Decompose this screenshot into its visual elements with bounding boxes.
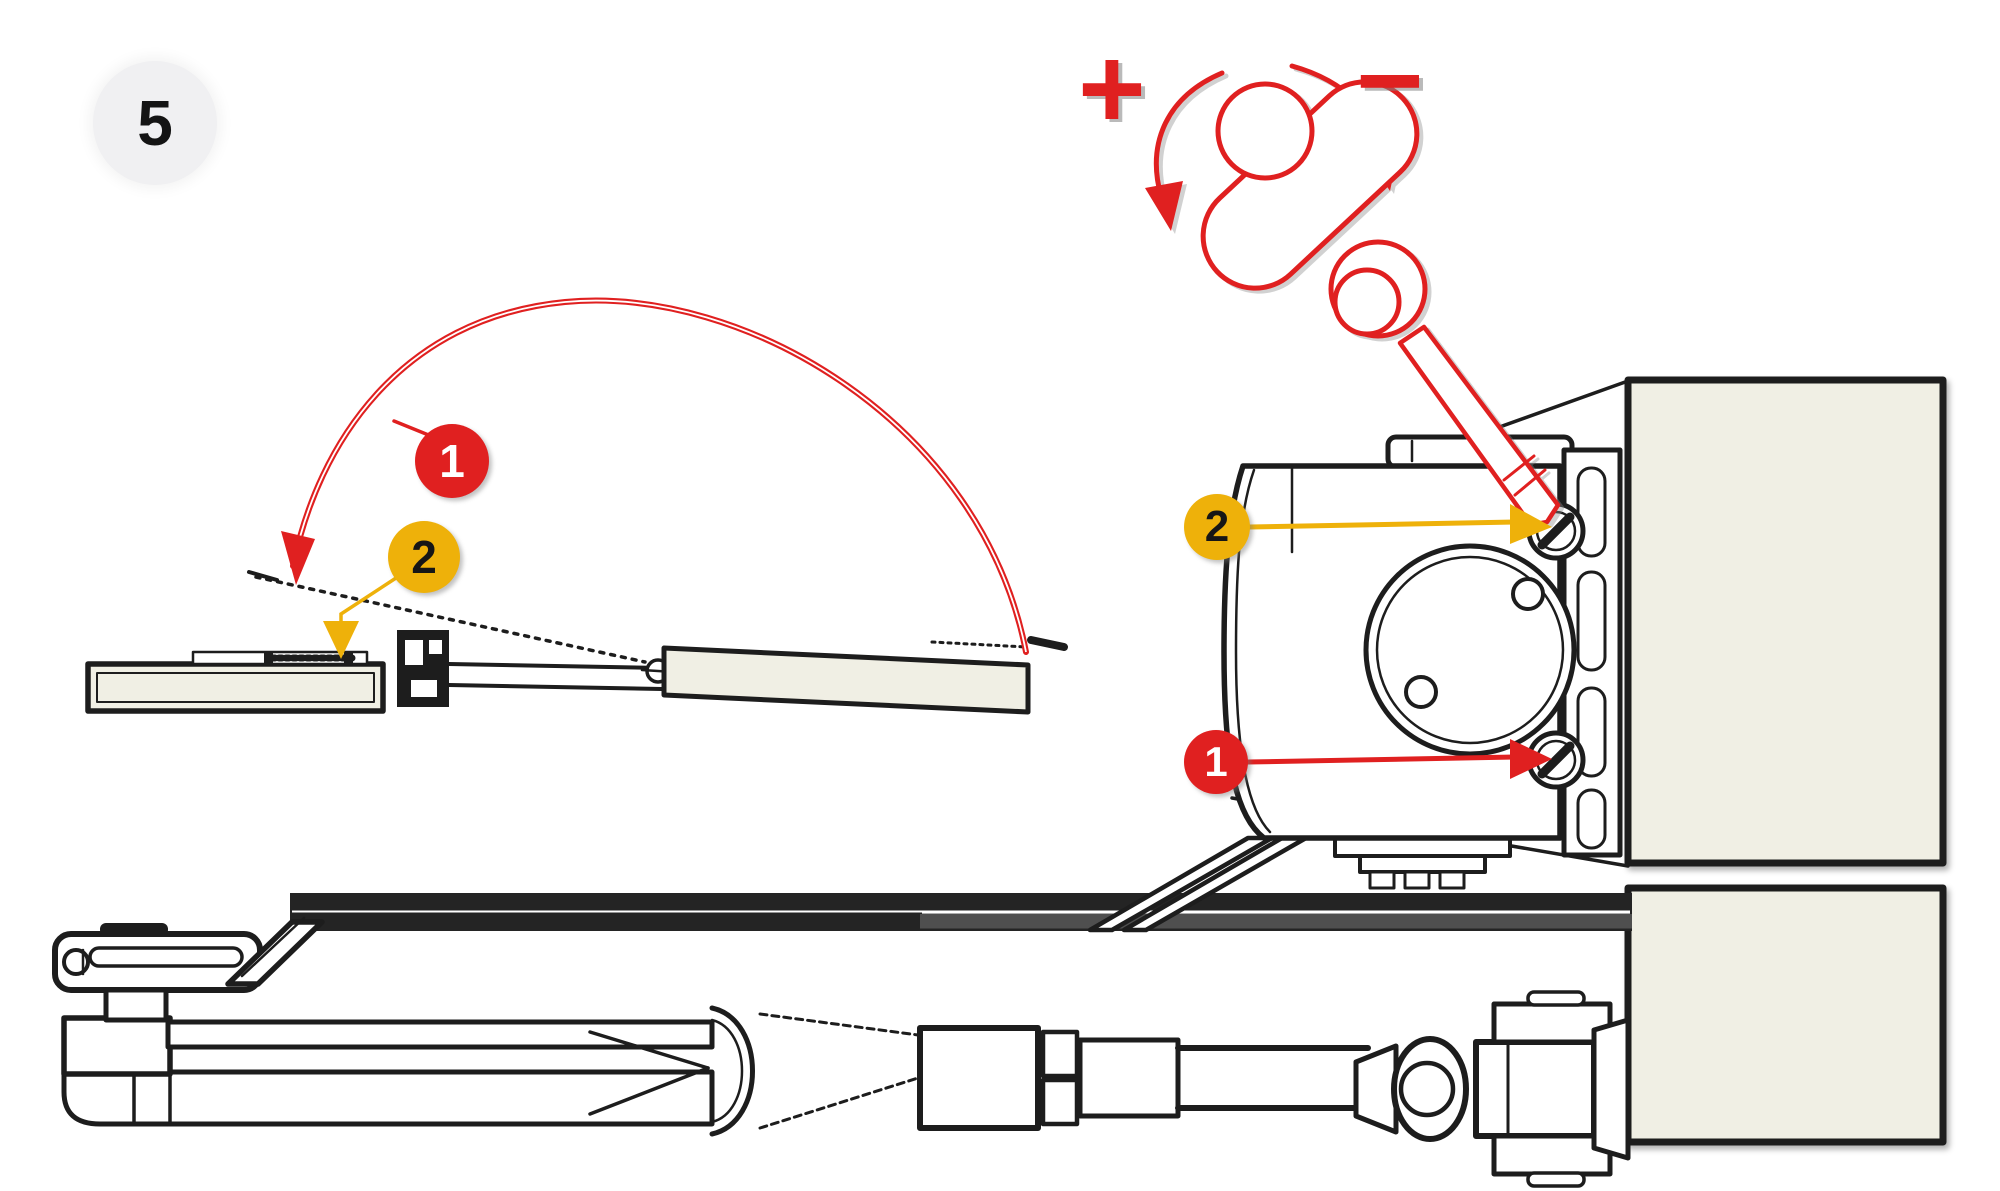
arm-shoe-plate (1473, 1039, 1597, 1139)
swing-arc-arrowhead (281, 531, 315, 585)
slide-arm-assembly (52, 916, 325, 1023)
arm-pivot-hole (62, 948, 90, 976)
piston-rod-housing (1077, 1037, 1181, 1119)
minus-rotation-symbol: − (1356, 15, 1424, 145)
frame-section-panels (1624, 376, 1947, 1146)
badge1-connector (392, 419, 433, 438)
door-leaf-closed (85, 661, 386, 714)
swing-arc (290, 297, 1029, 655)
swing-badge-2: 2 (388, 521, 460, 593)
spring-housing-circle (1363, 543, 1577, 757)
plus-rotation-symbol: + (1078, 23, 1146, 153)
closer-mid-block (917, 1025, 1041, 1131)
screwdriver-shaft (1397, 324, 1561, 528)
closer-left-block (61, 1015, 173, 1077)
valve1-arrowhead (1510, 739, 1552, 779)
door-swing-diagram (85, 297, 1068, 715)
frame-panel-top (1624, 376, 1947, 867)
open-position-marker (1027, 636, 1068, 651)
closer-bottom-bar (61, 1069, 715, 1127)
door-open-dashed-line (254, 575, 647, 664)
channel-line-upper (447, 662, 664, 670)
badge2-connector (339, 576, 398, 623)
valve-end-view (1087, 379, 1630, 933)
screwdriver (1145, 63, 1561, 528)
rotate-plus-arrow (1153, 70, 1225, 199)
valve-badge-2: 2 (1184, 494, 1250, 560)
piston-pocket (709, 1005, 755, 1137)
channel-line-lower (447, 683, 664, 691)
frame-panel-bottom (1624, 884, 1947, 1146)
arm-knuckle (1391, 1036, 1469, 1142)
valve2-arrowhead (1510, 504, 1552, 544)
closer-side-elevation (61, 990, 1631, 1188)
valve-pointer-arrows (1245, 504, 1552, 779)
valve2-arrow-line (1247, 519, 1518, 530)
shoe-wall-wedge (1591, 1017, 1631, 1161)
slide-rail-band (290, 893, 1632, 931)
latch-zone-arrowhead (323, 621, 359, 659)
valve1-arrow-line (1245, 754, 1518, 765)
valve-screw-1 (1526, 730, 1586, 790)
door-leaf-frame-side (661, 645, 1031, 715)
step-number-badge: 5 (93, 61, 217, 185)
swing-badge-1: 1 (415, 424, 489, 498)
valve-badge-1: 1 (1184, 730, 1248, 794)
